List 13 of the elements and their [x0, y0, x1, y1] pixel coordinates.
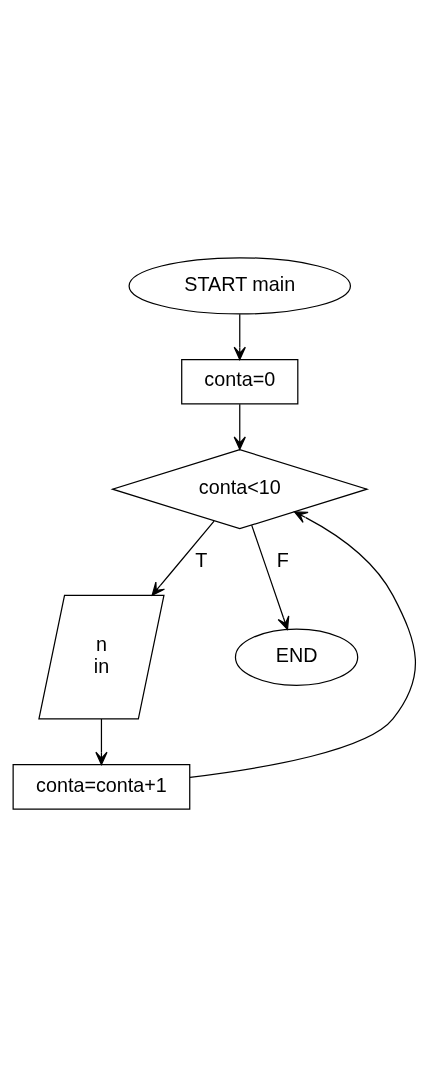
node-box: conta=conta+1 — [12, 764, 191, 810]
arrow — [251, 524, 290, 631]
edge-label: F — [276, 548, 289, 571]
node-box: conta=0 — [181, 358, 299, 405]
node-ellipse: END — [234, 628, 359, 686]
arrow — [233, 313, 246, 361]
arrow — [189, 511, 416, 778]
node-ellipse: START main — [128, 257, 352, 315]
arrow — [95, 718, 108, 766]
arrow — [233, 403, 246, 450]
node-diamond: conta<10 — [110, 449, 370, 530]
edge-label: T — [195, 548, 208, 571]
arrow — [151, 520, 215, 596]
